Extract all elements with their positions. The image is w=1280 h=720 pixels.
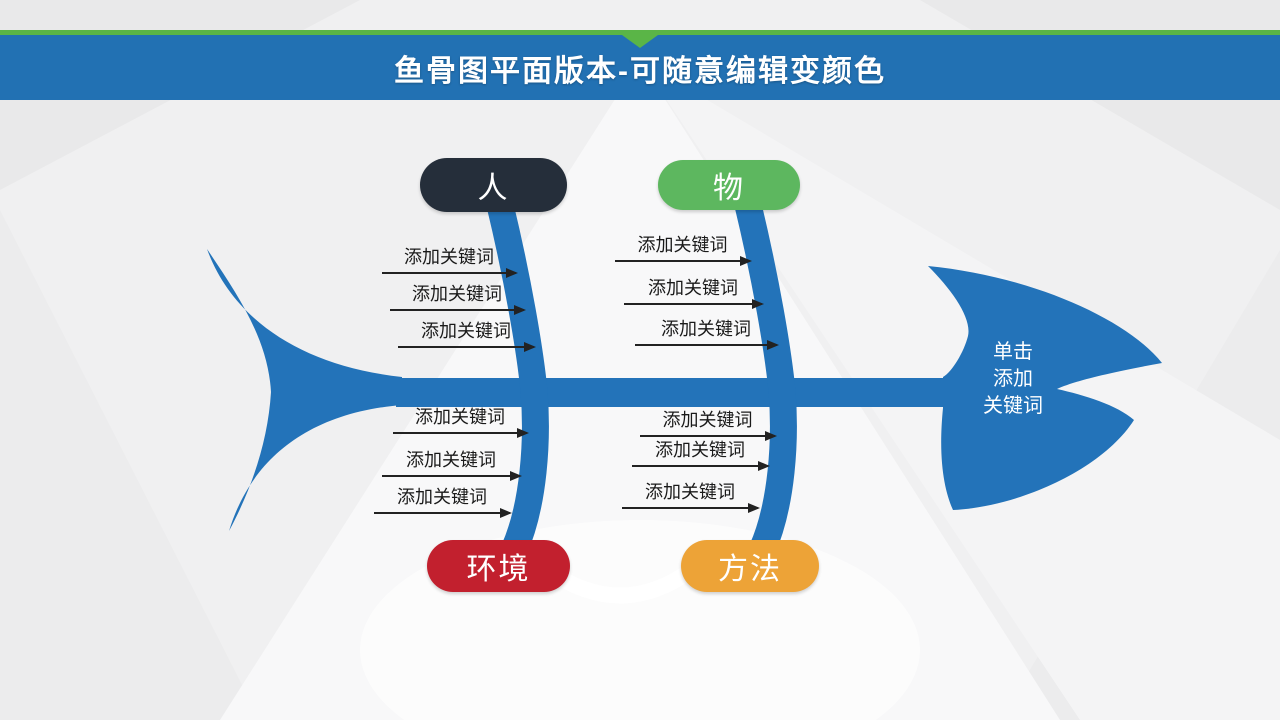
category-label: 方法 [718, 553, 782, 586]
keyword-label: 添加关键词 [404, 247, 494, 267]
fish-bone-right [734, 201, 797, 556]
keyword-item[interactable]: 添加关键词 [374, 486, 512, 518]
keyword-label: 添加关键词 [397, 487, 487, 507]
keyword-item[interactable]: 添加关键词 [382, 449, 522, 481]
bg-polygon [0, 210, 260, 720]
keyword-label: 添加关键词 [645, 482, 735, 502]
keyword-label: 添加关键词 [421, 321, 511, 341]
keyword-label: 添加关键词 [415, 407, 505, 427]
arrow-right-icon [635, 340, 779, 350]
keyword-label: 添加关键词 [406, 450, 496, 470]
keyword-item[interactable]: 添加关键词 [398, 320, 536, 352]
keyword-item[interactable]: 添加关键词 [622, 481, 760, 513]
keyword-item[interactable]: 添加关键词 [635, 318, 779, 350]
accent-triangle-icon [622, 35, 658, 48]
arrow-right-icon [622, 503, 760, 513]
arrow-right-icon [640, 431, 777, 441]
fish-spine [396, 378, 1000, 407]
keyword-item[interactable]: 添加关键词 [382, 246, 518, 278]
keyword-label: 添加关键词 [412, 284, 502, 304]
category-label: 环境 [466, 553, 531, 586]
fish-head [928, 266, 1162, 510]
keyword-label: 添加关键词 [661, 319, 751, 339]
arrow-right-icon [374, 508, 512, 518]
fish-tail [207, 249, 402, 531]
category-pill-method[interactable]: 方法 [681, 540, 819, 592]
arrow-right-icon [390, 305, 526, 315]
category-label: 人 [477, 172, 510, 205]
keyword-item[interactable]: 添加关键词 [393, 406, 529, 438]
arrow-right-icon [398, 342, 536, 352]
arrow-right-icon [382, 471, 522, 481]
keyword-item[interactable]: 添加关键词 [632, 439, 770, 471]
category-pill-object[interactable]: 物 [658, 160, 800, 210]
keyword-item[interactable]: 添加关键词 [390, 283, 526, 315]
category-label: 物 [713, 172, 745, 205]
slide-title[interactable]: 鱼骨图平面版本-可随意编辑变颜色 [394, 54, 886, 88]
arrow-right-icon [393, 428, 529, 438]
keyword-label: 添加关键词 [655, 440, 745, 460]
category-pill-environment[interactable]: 环境 [427, 540, 570, 592]
arrow-right-icon [382, 268, 518, 278]
keyword-item[interactable]: 添加关键词 [640, 409, 777, 441]
arrow-right-icon [632, 461, 770, 471]
keyword-item[interactable]: 添加关键词 [624, 277, 764, 309]
arrow-right-icon [624, 299, 764, 309]
keyword-label: 添加关键词 [648, 278, 738, 298]
accent-bar [0, 30, 1280, 35]
keyword-label: 添加关键词 [662, 410, 753, 430]
keyword-label: 添加关键词 [637, 235, 728, 255]
fish-head-label[interactable]: 单击 添加 关键词 [983, 341, 1043, 417]
keyword-item[interactable]: 添加关键词 [615, 234, 752, 266]
arrow-right-icon [615, 256, 752, 266]
category-pill-person[interactable]: 人 [420, 158, 567, 212]
